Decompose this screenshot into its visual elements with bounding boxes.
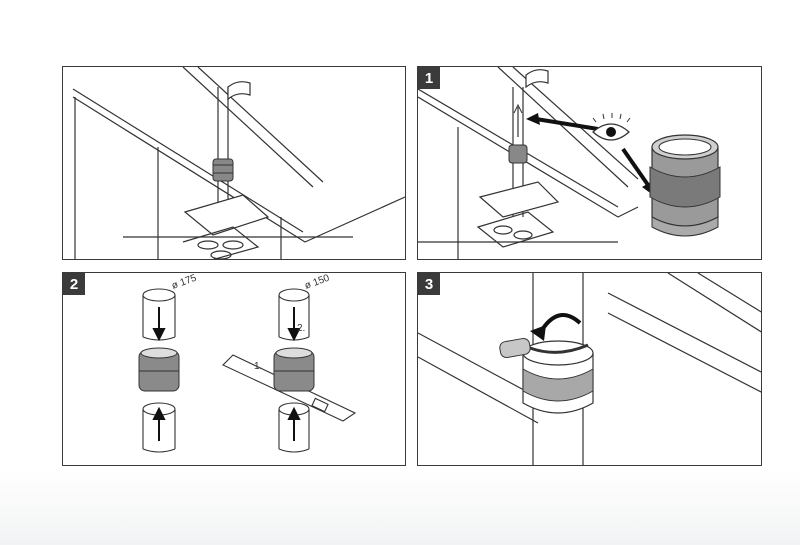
diameter-label-right: ø 150 bbox=[303, 273, 331, 292]
panel-step-1: 1 bbox=[417, 66, 762, 260]
step-3-illustration bbox=[418, 273, 761, 465]
panel-step-2: ø 175 ø 150 1. 2. 2 bbox=[62, 272, 406, 466]
step-1-illustration bbox=[418, 67, 721, 259]
step-number-badge: 3 bbox=[418, 273, 440, 295]
diameter-label-left: ø 175 bbox=[170, 273, 198, 292]
sequence-label-1: 1. bbox=[254, 361, 262, 372]
clamped-fan bbox=[499, 337, 594, 414]
inline-duct-fan-large bbox=[649, 134, 721, 237]
fan-left bbox=[138, 347, 180, 392]
sequence-label-2: 2. bbox=[297, 323, 305, 334]
fan-right bbox=[273, 347, 315, 392]
overview-illustration bbox=[72, 67, 405, 259]
panel-step-3: 3 bbox=[417, 272, 762, 466]
panel-overview bbox=[62, 66, 406, 260]
step-number-badge: 2 bbox=[63, 273, 85, 295]
eye-icon bbox=[592, 113, 631, 141]
step-2-illustration: ø 175 ø 150 1. 2. bbox=[138, 273, 357, 453]
page-bottom-background bbox=[0, 470, 800, 545]
step-number-badge: 1 bbox=[418, 67, 440, 89]
duct-fan-small bbox=[212, 158, 234, 182]
